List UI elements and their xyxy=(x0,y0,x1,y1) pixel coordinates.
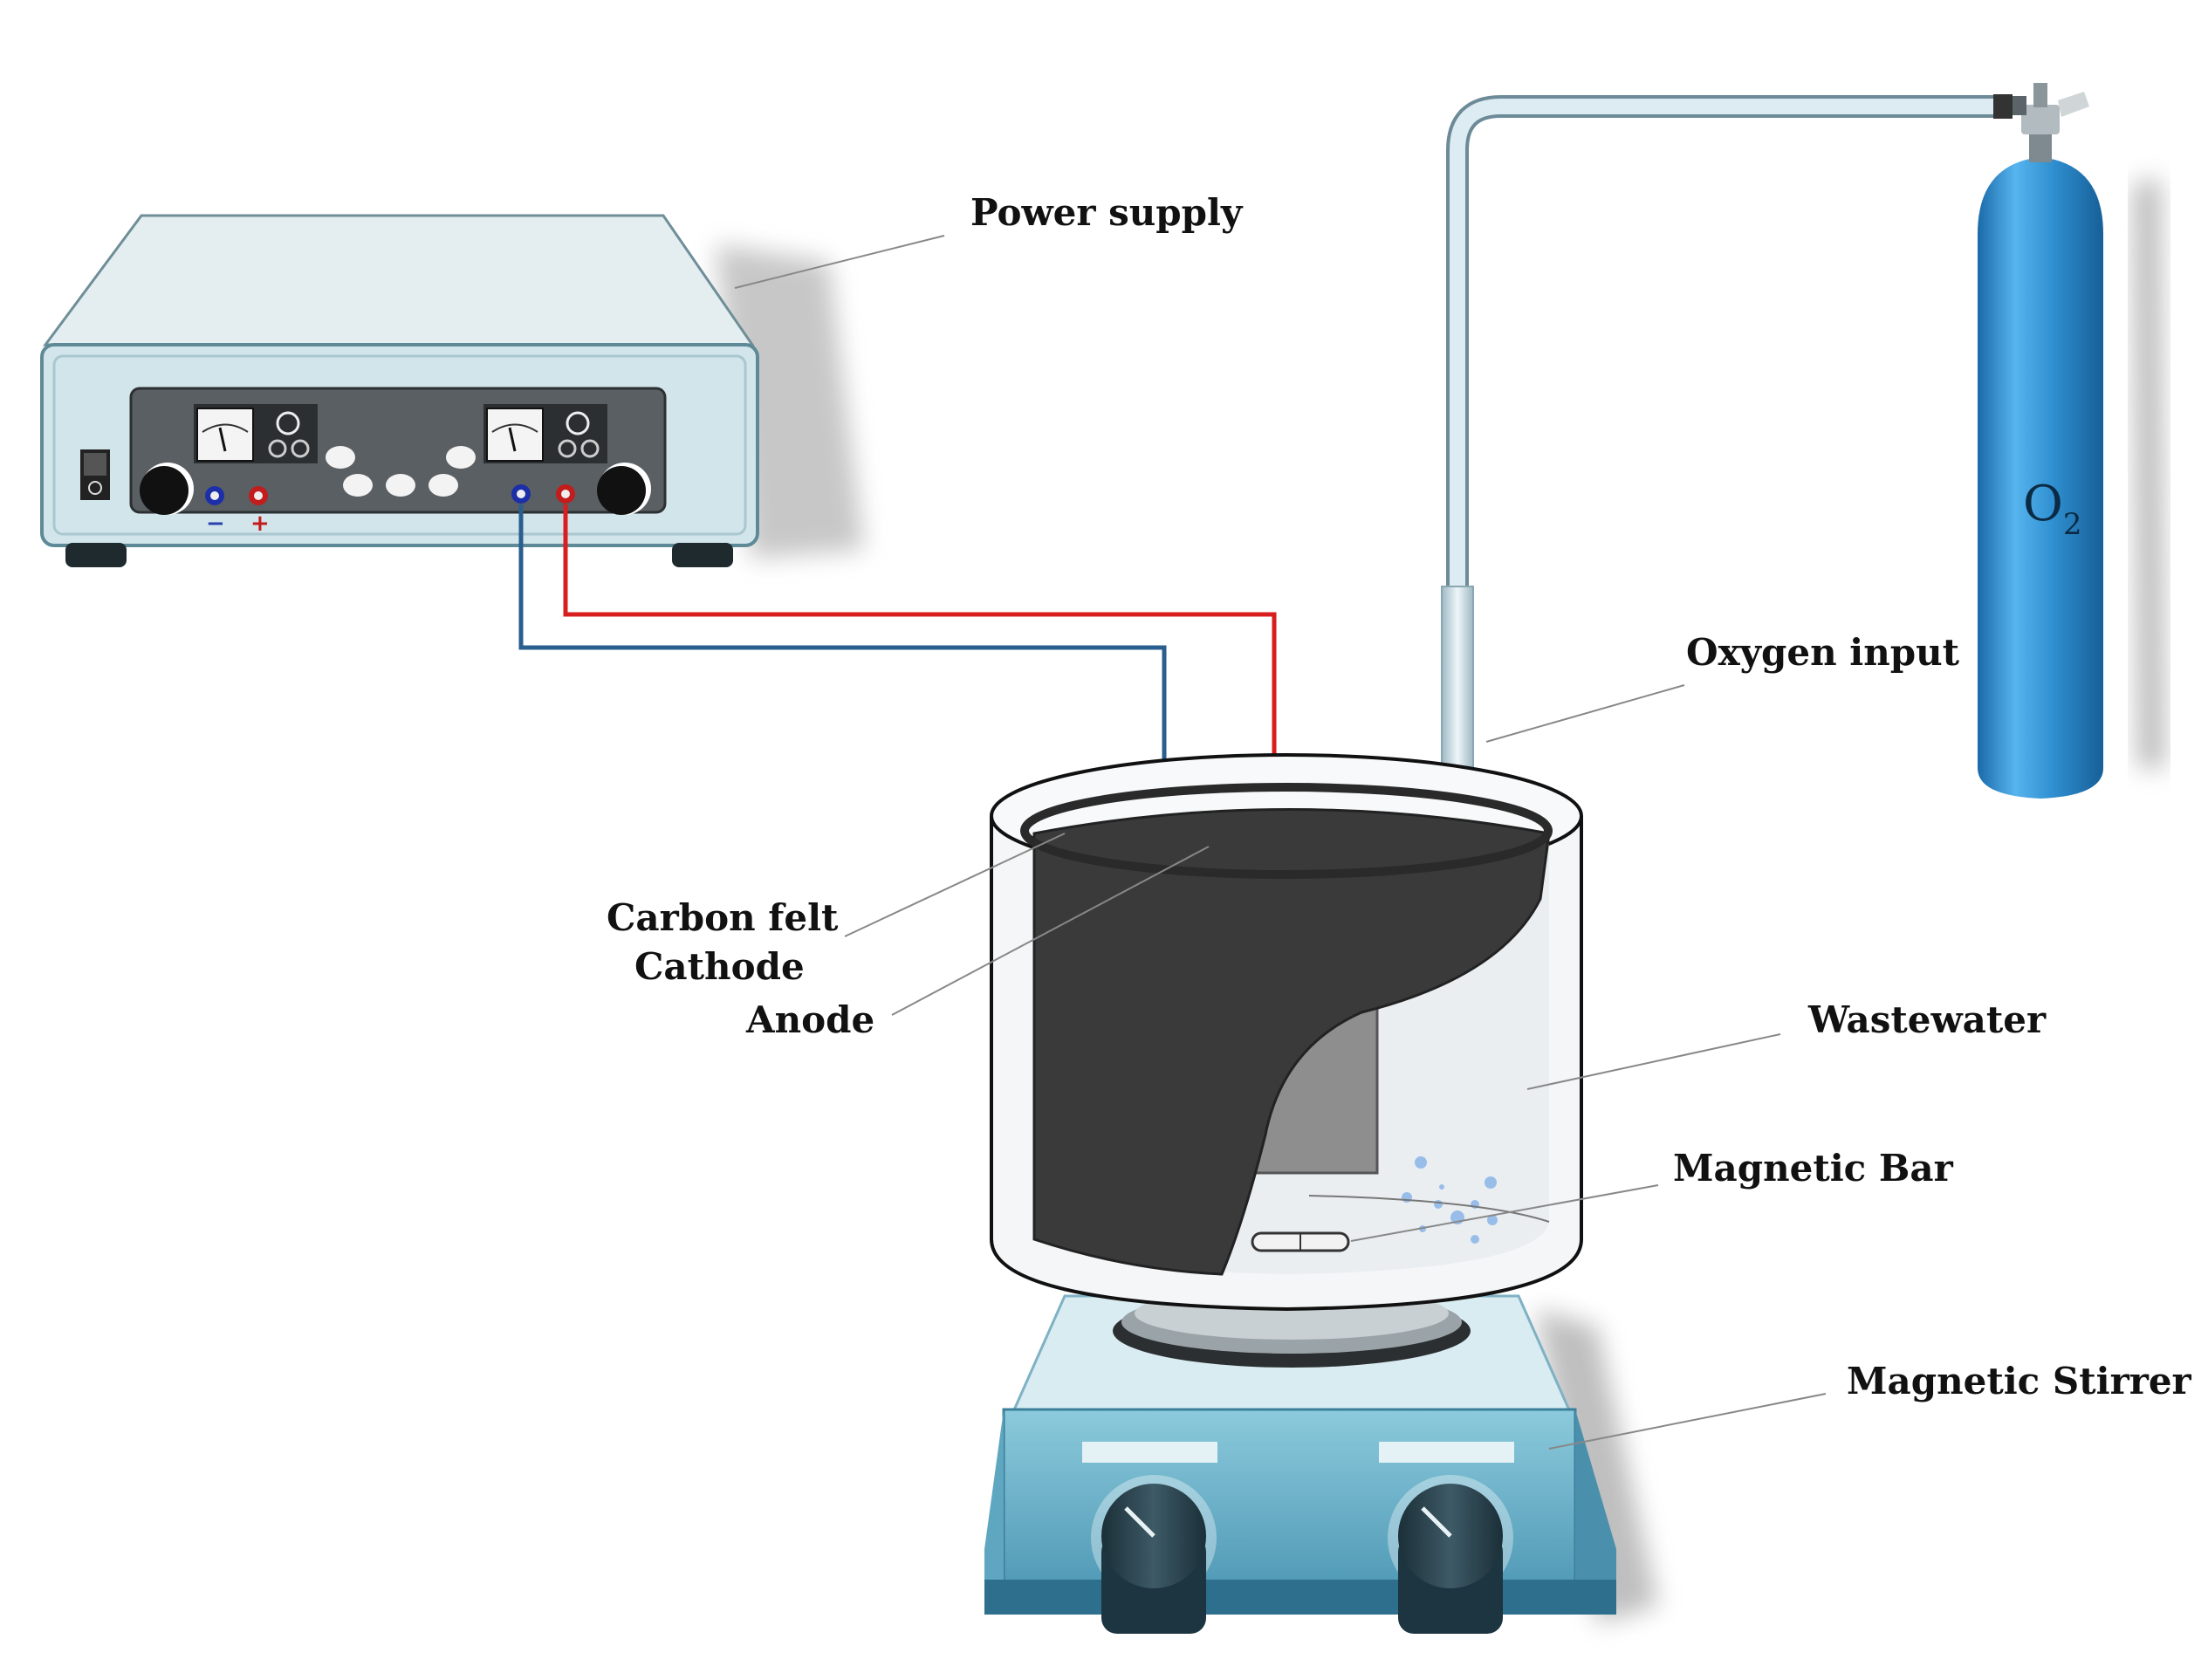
adjust-knob-left[interactable] xyxy=(140,463,194,515)
power-supply-label: Power supply xyxy=(970,191,1244,234)
oxygen-input-label: Oxygen input xyxy=(1686,631,1960,674)
magnetic-stirrer xyxy=(984,1287,1658,1623)
magnetic-bar-label: Magnetic Bar xyxy=(1673,1147,1954,1190)
panel-buttons[interactable] xyxy=(326,446,476,497)
power-switch[interactable] xyxy=(80,449,110,500)
plus-sign: + xyxy=(250,511,270,537)
stirrer-knob-left[interactable] xyxy=(1091,1475,1217,1634)
oxygen-cylinder xyxy=(1978,83,2164,799)
terminal-negative-left[interactable] xyxy=(205,486,224,505)
terminal-positive-right[interactable] xyxy=(556,484,575,504)
voltmeter-right xyxy=(483,404,607,463)
negative-wire xyxy=(518,504,1167,799)
magnetic-bar xyxy=(1251,1231,1350,1252)
positive-wire xyxy=(563,504,1277,829)
carbon-felt-label: Carbon felt xyxy=(607,896,839,939)
power-supply-unit: − + xyxy=(40,214,864,567)
carbon-felt-cathode xyxy=(1032,808,1551,1276)
cylinder-gas-label: O2 xyxy=(2023,476,2082,542)
anode-label: Anode xyxy=(745,998,874,1041)
leader-lines xyxy=(734,235,1827,1450)
magnetic-stirrer-label: Magnetic Stirrer xyxy=(1847,1360,2192,1402)
cathode-label: Cathode xyxy=(634,945,805,988)
oxygen-bubbles xyxy=(1402,1156,1498,1244)
minus-sign: − xyxy=(206,511,225,537)
stirrer-knob-right[interactable] xyxy=(1388,1475,1513,1634)
terminal-negative-right[interactable] xyxy=(511,484,531,504)
terminal-positive-left[interactable] xyxy=(249,486,268,505)
wastewater-label: Wastewater xyxy=(1807,998,2047,1041)
voltmeter-left xyxy=(194,404,318,463)
adjust-knob-right[interactable] xyxy=(597,463,651,515)
